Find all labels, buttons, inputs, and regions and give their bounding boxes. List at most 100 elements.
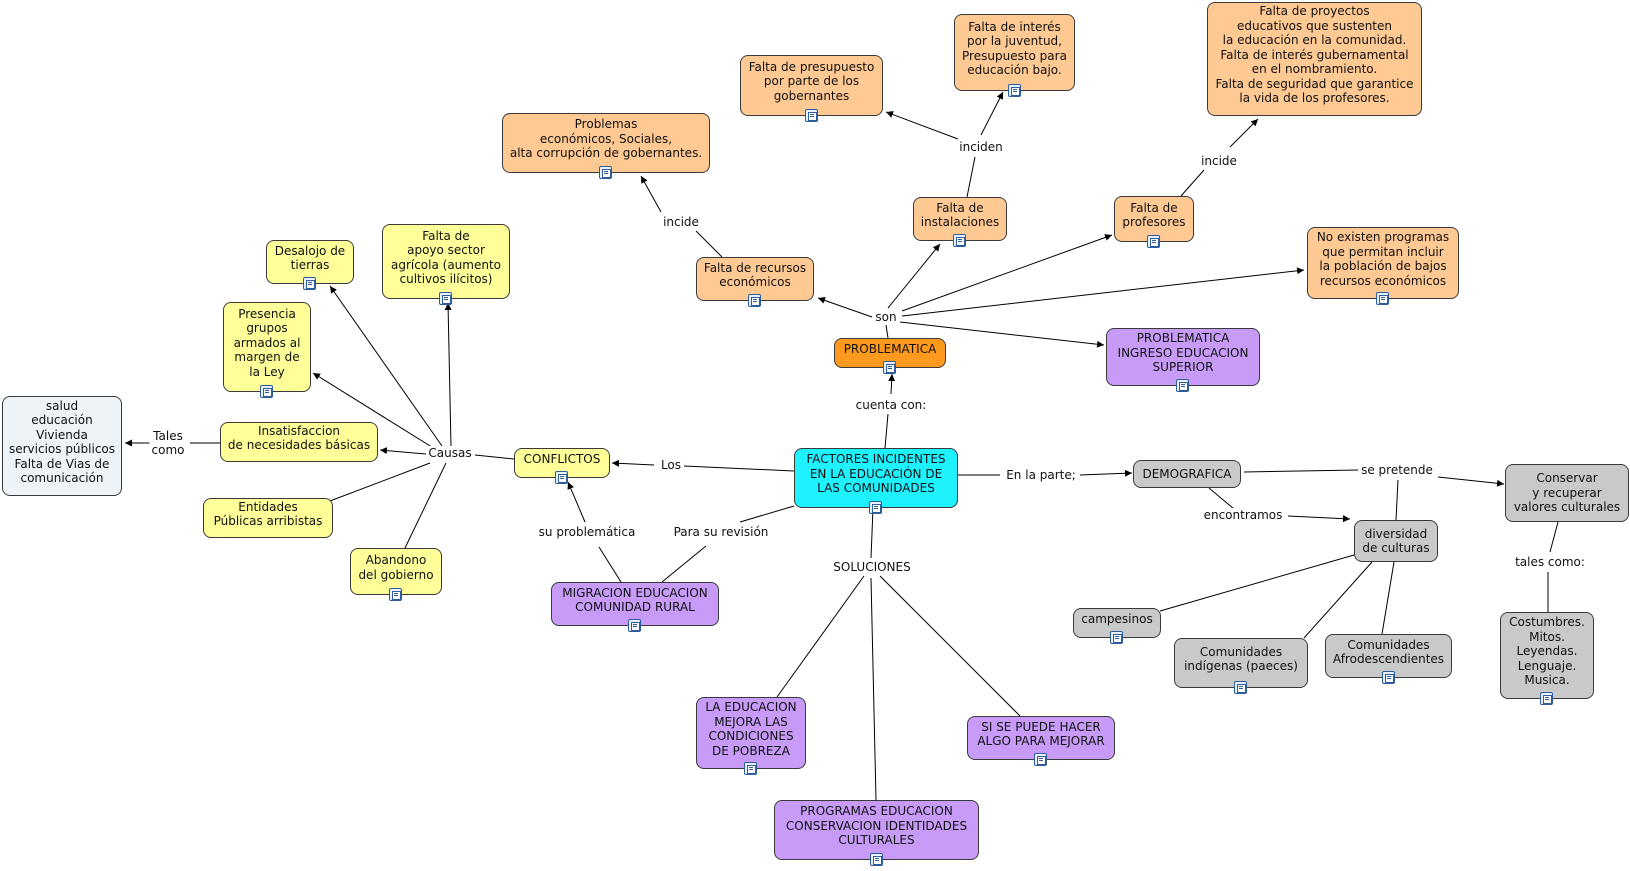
document-icon[interactable] <box>1540 692 1553 705</box>
link-label-son: son <box>873 310 899 324</box>
link-enlaparte-demografica <box>1079 469 1133 477</box>
campesinos-node[interactable]: campesinos <box>1073 608 1161 644</box>
factores-node[interactable]: FACTORES INCIDENTES EN LA EDUCACIÓN DE L… <box>794 448 958 514</box>
salud-label: salud educación Vivienda servicios públi… <box>8 398 116 486</box>
document-icon[interactable] <box>389 588 402 601</box>
migracion-node[interactable]: MIGRACION EDUCACION COMUNIDAD RURAL <box>551 582 719 632</box>
document-icon[interactable] <box>869 501 882 514</box>
armados-node[interactable]: Presencia grupos armados al margen de la… <box>223 302 311 398</box>
link-diversidad-afro <box>1381 561 1395 635</box>
link-label-tales-como: Tales como <box>149 429 187 457</box>
document-icon[interactable] <box>439 292 452 305</box>
link-inciden-presupuesto <box>885 111 959 140</box>
entidades-node[interactable]: Entidades Públicas arribistas <box>203 498 333 538</box>
diversidad-node[interactable]: diversidad de culturas <box>1354 520 1438 562</box>
se-puede-node[interactable]: SI SE PUEDE HACER ALGO PARA MEJORAR <box>967 716 1115 766</box>
link-label-tales-como-2: tales como: <box>1513 555 1587 569</box>
insatisfaccion-node[interactable]: Insatisfaccion de necesidades básicas <box>220 422 378 462</box>
document-icon[interactable] <box>1034 753 1047 766</box>
document-icon[interactable] <box>748 294 761 307</box>
no-programas-node[interactable]: No existen programas que permitan inclui… <box>1307 227 1459 305</box>
armados-label: Presencia grupos armados al margen de la… <box>233 306 301 379</box>
link-label-su-problematica: su problemática <box>536 525 638 539</box>
document-icon[interactable] <box>260 385 273 398</box>
link-soluciones-programas <box>870 577 877 801</box>
document-icon[interactable] <box>1110 631 1123 644</box>
document-icon[interactable] <box>883 361 896 374</box>
link-label-encontramos: encontramos <box>1201 508 1285 522</box>
document-icon[interactable] <box>953 234 966 247</box>
link-label-para-su-revision: Para su revisión <box>671 525 771 539</box>
profesores-label: Falta de profesores <box>1122 200 1186 230</box>
link-revision-factores <box>739 505 795 523</box>
link-causas-entidades <box>329 462 431 502</box>
campesinos-label: campesinos <box>1081 611 1153 626</box>
link-causas-abandono <box>404 462 447 549</box>
link-sepretende-diversidad <box>1395 479 1399 521</box>
problematica-label: PROBLEMATICA <box>843 341 937 356</box>
link-sepretende-conservar <box>1437 476 1505 487</box>
se-puede-label: SI SE PUEDE HACER ALGO PARA MEJORAR <box>977 719 1105 749</box>
ingreso-label: PROBLEMATICA INGRESO EDUCACION SUPERIOR <box>1117 331 1249 375</box>
presupuesto-node[interactable]: Falta de presupuesto por parte de los go… <box>740 55 883 122</box>
link-causas-desalojo <box>329 285 443 447</box>
link-suproblematica-conflictos <box>567 481 586 523</box>
instalaciones-node[interactable]: Falta de instalaciones <box>913 197 1007 247</box>
programas-node[interactable]: PROGRAMAS EDUCACION CONSERVACION IDENTID… <box>774 800 979 866</box>
link-diversidad-indigenas <box>1303 561 1373 639</box>
document-icon[interactable] <box>1147 235 1160 248</box>
apoyo-node[interactable]: Falta de apoyo sector agrícola (aumento … <box>382 224 510 305</box>
link-diversidad-campesinos <box>1159 554 1355 612</box>
costumbres-node[interactable]: Costumbres. Mitos. Leyendas. Lenguaje. M… <box>1500 612 1594 705</box>
proyectos-label: Falta de proyectos educativos que susten… <box>1215 4 1414 106</box>
link-son-ingreso <box>899 321 1105 348</box>
recursos-node[interactable]: Falta de recursos económicos <box>696 257 814 307</box>
ingreso-node[interactable]: PROBLEMATICA INGRESO EDUCACION SUPERIOR <box>1106 328 1260 392</box>
desalojo-node[interactable]: Desalojo de tierras <box>266 240 354 290</box>
document-icon[interactable] <box>628 619 641 632</box>
document-icon[interactable] <box>599 166 612 179</box>
document-icon[interactable] <box>744 762 757 775</box>
profesores-node[interactable]: Falta de profesores <box>1114 196 1194 248</box>
document-icon[interactable] <box>1381 671 1395 684</box>
diversidad-label: diversidad de culturas <box>1362 526 1430 556</box>
salud-node[interactable]: salud educación Vivienda servicios públi… <box>2 396 122 496</box>
mejora-node[interactable]: LA EDUCACION MEJORA LAS CONDICIONES DE P… <box>696 697 806 775</box>
mejora-label: LA EDUCACION MEJORA LAS CONDICIONES DE P… <box>705 700 797 758</box>
afro-node[interactable]: Comunidades Afrodescendientes <box>1325 634 1452 684</box>
link-migracion-suproblematica <box>598 546 622 583</box>
document-icon[interactable] <box>1176 379 1189 392</box>
link-recursos-incide <box>695 230 723 258</box>
conflictos-node[interactable]: CONFLICTOS <box>514 448 610 484</box>
link-demografica-encontramos <box>1208 487 1235 510</box>
link-migracion-revision <box>661 545 707 583</box>
apoyo-label: Falta de apoyo sector agrícola (aumento … <box>390 228 502 287</box>
document-icon[interactable] <box>804 109 818 122</box>
demografica-node[interactable]: DEMOGRAFICA <box>1133 460 1241 488</box>
link-soluciones-mejora <box>776 575 865 698</box>
demografica-label: DEMOGRAFICA <box>1142 466 1232 481</box>
conservar-node[interactable]: Conservar y recuperar valores culturales <box>1505 464 1629 522</box>
interes-node[interactable]: Falta de interés por la juventud, Presup… <box>954 14 1075 97</box>
document-icon[interactable] <box>1376 292 1389 305</box>
costumbres-label: Costumbres. Mitos. Leyendas. Lenguaje. M… <box>1509 615 1585 688</box>
document-icon[interactable] <box>1234 681 1247 694</box>
document-icon[interactable] <box>303 277 316 290</box>
indigenas-node[interactable]: Comunidades indígenas (paeces) <box>1174 638 1308 694</box>
presupuesto-label: Falta de presupuesto por parte de los go… <box>748 59 875 103</box>
link-demografica-sepretende <box>1243 469 1359 473</box>
proyectos-node[interactable]: Falta de proyectos educativos que susten… <box>1207 2 1422 116</box>
document-icon[interactable] <box>869 853 883 866</box>
insatisfaccion-label: Insatisfaccion de necesidades básicas <box>227 423 371 453</box>
link-cuenta-problematica <box>888 373 896 395</box>
abandono-label: Abandono del gobierno <box>358 553 434 582</box>
link-encontramos-diversidad <box>1287 515 1351 523</box>
document-icon[interactable] <box>1007 84 1021 97</box>
document-icon[interactable] <box>555 471 568 484</box>
desalojo-label: Desalojo de tierras <box>274 243 346 273</box>
problematica-node[interactable]: PROBLEMATICA <box>834 338 946 374</box>
link-causas-insatisfaccion <box>379 447 427 455</box>
abandono-node[interactable]: Abandono del gobierno <box>350 548 442 601</box>
problemas-node[interactable]: Problemas económicos, Sociales, alta cor… <box>502 113 710 179</box>
